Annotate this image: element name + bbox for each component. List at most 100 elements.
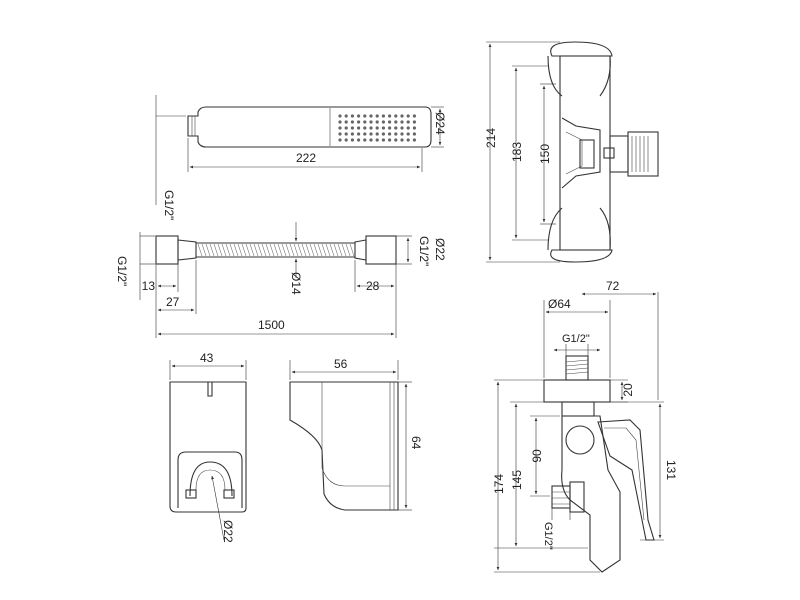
spray-hole (357, 120, 361, 124)
spray-hole (338, 132, 342, 136)
braid-stroke (253, 243, 259, 257)
braid-stroke (261, 243, 267, 257)
braid-stroke (341, 243, 347, 257)
mixer-front-view: Ø64 72 G1/2" 20 131 90 145 174 G1 (492, 279, 678, 573)
spray-hole (338, 138, 342, 142)
spray-hole (412, 126, 416, 130)
spray-hole (363, 126, 367, 130)
spray-hole (381, 126, 385, 130)
spray-hole (338, 114, 342, 118)
braid-stroke (321, 243, 327, 257)
braid-stroke (245, 243, 251, 257)
spray-hole (344, 114, 348, 118)
mixer-top-flange (550, 41, 613, 57)
mixer-front-flange (543, 379, 611, 403)
braid-stroke (305, 243, 311, 257)
spray-hole (381, 120, 385, 124)
spray-hole (338, 126, 342, 130)
holder-side-width-label: 56 (334, 357, 348, 371)
hose-left-nut (155, 235, 179, 265)
hand-shower-body (187, 106, 432, 148)
braid-stroke (289, 243, 295, 257)
mixer-d90-label: 90 (530, 449, 544, 463)
braid-stroke (329, 243, 335, 257)
spray-hole (406, 114, 410, 118)
hand-shower-dia-label: Ø24 (433, 112, 447, 135)
hose-d13-label: 13 (142, 279, 156, 293)
spray-hole (375, 114, 379, 118)
spray-hole (412, 138, 416, 142)
hose-braid (197, 243, 355, 257)
holder-side-height-label: 64 (409, 436, 423, 450)
spray-hole (357, 126, 361, 130)
holder-side-view: 56 64 (289, 357, 423, 511)
spray-hole (400, 126, 404, 130)
spray-hole (388, 114, 392, 118)
hose-thread-left-label: G1/2" (115, 256, 129, 286)
holder-front-body (169, 381, 247, 513)
braid-stroke (333, 243, 339, 257)
braid-stroke (309, 243, 315, 257)
hand-shower-length-label: 222 (296, 151, 316, 165)
spray-hole (381, 114, 385, 118)
spray-hole (406, 138, 410, 142)
holder-side-body (289, 381, 399, 511)
spray-hole (388, 120, 392, 124)
braid-stroke (337, 243, 343, 257)
spray-hole (344, 132, 348, 136)
braid-stroke (265, 243, 271, 257)
mixer-h150-label: 150 (538, 144, 552, 164)
braid-stroke (273, 243, 279, 257)
holder-front-view: 43 Ø22 (169, 351, 247, 543)
mixer-d145-label: 145 (510, 470, 524, 490)
hose-d28-label: 28 (366, 279, 380, 293)
mixer-lever (561, 117, 601, 189)
braid-stroke (201, 243, 207, 257)
braid-stroke (285, 243, 291, 257)
holder-cradle (177, 451, 243, 508)
spray-hole (394, 120, 398, 124)
spray-hole (394, 132, 398, 136)
holder-width-label: 43 (200, 351, 214, 365)
spray-hole (363, 132, 367, 136)
braid-stroke (297, 243, 303, 257)
spray-hole (375, 132, 379, 136)
braid-stroke (213, 243, 219, 257)
spray-hole (406, 120, 410, 124)
mixer-thread-bottom-label: G1/2" (542, 522, 554, 550)
spray-hole (388, 126, 392, 130)
spray-hole (369, 120, 373, 124)
braid-stroke (325, 243, 331, 257)
spray-hole (400, 114, 404, 118)
braid-stroke (277, 243, 283, 257)
hose-length-label: 1500 (258, 318, 285, 332)
braid-stroke (225, 243, 231, 257)
spray-hole (344, 126, 348, 130)
mixer-d131-label: 131 (664, 460, 678, 480)
mixer-front-body (561, 415, 621, 573)
hand-shower-thread-label: G1/2" (162, 190, 176, 220)
spray-hole (412, 114, 416, 118)
spray-hole (381, 138, 385, 142)
spray-hole (412, 132, 416, 136)
spray-hole (344, 138, 348, 142)
spray-hole (369, 132, 373, 136)
spray-hole (350, 132, 354, 136)
braid-stroke (317, 243, 323, 257)
mixer-w72-label: 72 (606, 279, 620, 293)
braid-stroke (345, 243, 351, 257)
mixer-side-view: 214 183 150 (484, 41, 659, 263)
hose-d27-label: 27 (166, 295, 180, 309)
mixer-dia64-label: Ø64 (548, 297, 571, 311)
braid-stroke (349, 243, 355, 257)
mixer-d174-label: 174 (492, 474, 506, 494)
braid-stroke (221, 243, 227, 257)
hose-dia-mid-label: Ø14 (289, 272, 303, 295)
mixer-d20-label: 20 (621, 383, 635, 397)
hose-right-nut (365, 235, 397, 265)
spray-hole (363, 120, 367, 124)
spray-hole (412, 120, 416, 124)
spray-hole (350, 114, 354, 118)
spray-hole (350, 120, 354, 124)
